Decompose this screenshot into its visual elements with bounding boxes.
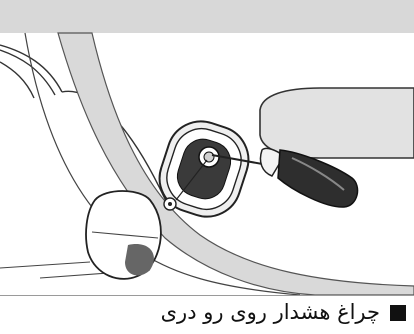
door-handle-recess [260, 88, 414, 158]
lens-cover [86, 191, 161, 279]
caption-bar: چراغ هشدار روی رو دری [0, 295, 414, 332]
caption-bullet-square [390, 305, 406, 321]
caption-text: چراغ هشدار روی رو دری [161, 297, 380, 327]
top-gray-band [0, 0, 414, 33]
